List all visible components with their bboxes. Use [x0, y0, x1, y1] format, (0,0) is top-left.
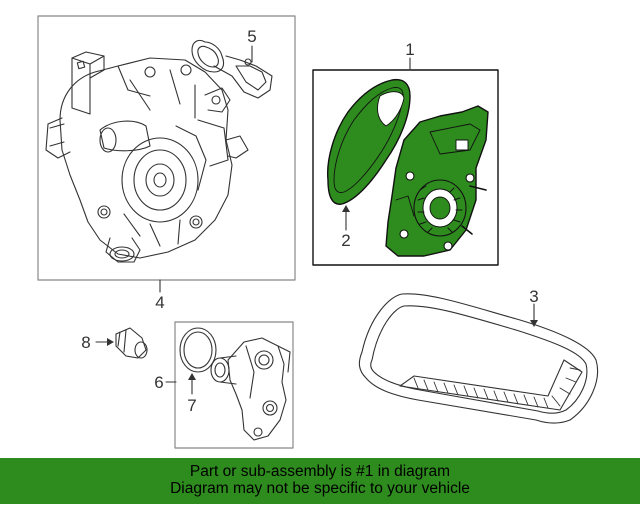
callout-1: 1	[405, 40, 414, 59]
banner-line-2: Diagram may not be specific to your vehi…	[170, 480, 470, 497]
group-box-4	[37, 15, 296, 281]
group-box-1	[312, 69, 499, 266]
thermostat-housing	[210, 337, 291, 441]
callout-6: 6	[154, 373, 163, 392]
callout-2: 2	[341, 231, 350, 250]
callout-5: 5	[247, 27, 256, 46]
water-pump-body	[385, 105, 489, 257]
seal-ring-5	[191, 39, 273, 99]
disclaimer-banner: Part or sub-assembly is #1 in diagram Di…	[0, 458, 640, 504]
callout-3: 3	[529, 287, 538, 306]
gasket-2	[326, 78, 411, 205]
callout-8: 8	[81, 333, 90, 352]
sensor-8	[115, 327, 148, 359]
group-box-6	[174, 321, 294, 449]
drive-belt-3	[358, 293, 598, 424]
callout-7: 7	[187, 396, 196, 415]
o-ring-7	[179, 327, 217, 373]
banner-line-1: Part or sub-assembly is #1 in diagram	[189, 463, 451, 480]
pump-housing-drawing	[45, 51, 249, 263]
callout-4: 4	[155, 293, 164, 312]
